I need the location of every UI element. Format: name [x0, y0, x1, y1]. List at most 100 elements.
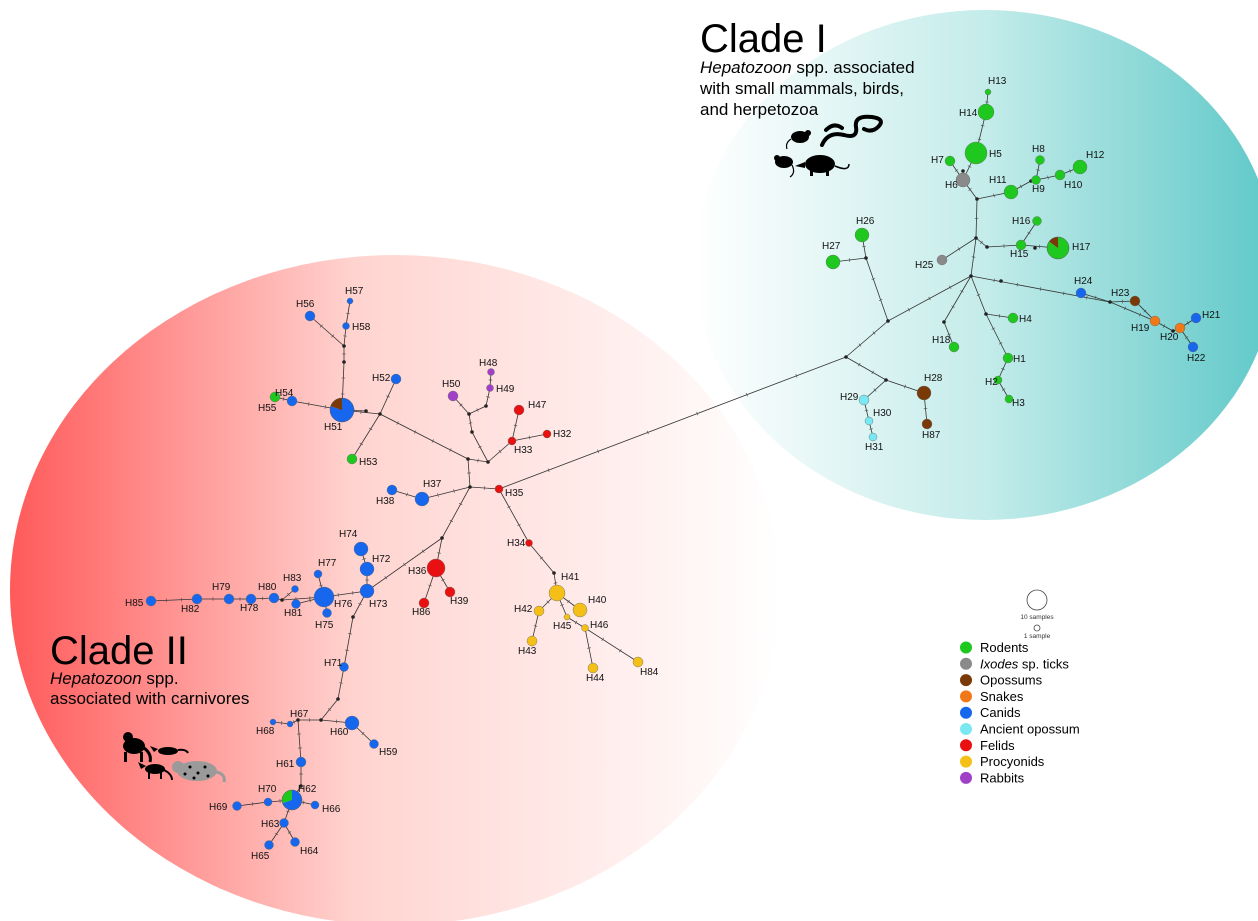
haplotype-label: H26 — [856, 216, 875, 227]
node-circle — [145, 595, 157, 607]
mutation-tick — [1123, 306, 1127, 311]
mutation-tick — [998, 342, 1003, 345]
network-edge — [845, 356, 887, 381]
haplotype-label: H85 — [125, 598, 144, 609]
haplotype-label: H12 — [1086, 150, 1105, 161]
mutation-tick — [1001, 367, 1005, 371]
mutation-tick — [421, 549, 425, 553]
mutation-tick — [574, 620, 578, 625]
node-circle — [1129, 295, 1141, 307]
mutation-tick — [567, 599, 570, 604]
haplotype-nodes — [145, 88, 1202, 850]
clade-i-line2: with small mammals, birds, — [699, 79, 904, 98]
node-circle — [587, 662, 599, 674]
haplotype-label: H59 — [379, 747, 398, 758]
node-circle — [313, 569, 323, 579]
haplotype-node-h12 — [1072, 159, 1088, 175]
haplotype-label: H5 — [989, 149, 1002, 160]
haplotype-node-h23 — [1129, 295, 1141, 307]
mutation-tick — [1039, 287, 1042, 291]
mutation-tick — [745, 392, 748, 397]
opossum-icon — [795, 155, 850, 176]
legend-swatch — [960, 674, 972, 687]
mutation-tick — [1047, 175, 1049, 180]
mutation-tick — [1036, 169, 1040, 171]
node-circle — [269, 391, 281, 403]
mutation-tick — [449, 448, 452, 452]
mutation-tick — [858, 362, 861, 367]
haplotype-label: H86 — [412, 607, 431, 618]
mutation-tick — [533, 625, 538, 627]
median-vectors — [280, 169, 1175, 788]
haplotype-node-h59 — [369, 739, 379, 749]
clade-ii-background — [10, 255, 780, 921]
pie-slice — [282, 790, 292, 804]
legend-label: Opossums — [980, 673, 1043, 688]
haplotype-node-h80 — [268, 592, 280, 604]
node-circle — [263, 797, 273, 807]
haplotype-label: H54 — [275, 388, 294, 399]
mutation-tick — [539, 556, 544, 560]
legend-label-italic: Ixodes — [980, 656, 1019, 671]
clade-ii-animal-icons — [123, 732, 226, 783]
pie-slice — [330, 398, 342, 410]
node-outline — [281, 789, 303, 811]
mutation-tick — [346, 312, 350, 315]
node-circle — [533, 605, 545, 617]
haplotype-label: H9 — [1032, 184, 1045, 195]
mutation-tick — [384, 576, 388, 580]
mutation-tick — [864, 409, 869, 412]
mutation-tick — [1138, 312, 1142, 317]
clade-ii-line1-rest: spp. — [142, 669, 179, 688]
clade-ii-heading: Clade II Hepatozoon spp. associated with… — [50, 629, 249, 708]
haplotype-node-h74 — [353, 541, 369, 557]
node-circle — [444, 586, 456, 598]
haplotype-node-h32 — [542, 429, 552, 439]
clade-i-line1: Hepatozoon spp. associated — [700, 58, 915, 77]
haplotype-label: H77 — [318, 558, 337, 569]
haplotype-node-h72 — [359, 561, 375, 577]
haplotype-node-h55 — [269, 391, 281, 403]
haplotype-node-h6 — [955, 172, 971, 188]
node-circle — [944, 155, 956, 167]
mutation-tick — [977, 138, 982, 141]
node-circle — [1031, 175, 1041, 185]
haplotype-node-h15 — [1015, 239, 1027, 251]
node-circle — [339, 662, 349, 672]
legend-swatch — [960, 706, 972, 719]
mutation-tick — [871, 370, 874, 375]
network-edge — [498, 356, 847, 490]
haplotype-label: H21 — [1202, 310, 1221, 321]
node-circle — [245, 593, 257, 605]
haplotype-label: H14 — [959, 108, 978, 119]
node-circle — [868, 432, 878, 442]
node-circle — [542, 429, 552, 439]
median-vector — [969, 274, 973, 278]
node-circle — [1002, 352, 1014, 364]
median-vector — [470, 430, 474, 434]
haplotype-node-h79 — [223, 593, 235, 605]
mutation-tick — [553, 582, 558, 584]
mutation-tick — [459, 403, 463, 407]
mutation-tick — [359, 442, 364, 446]
haplotype-label: H82 — [181, 604, 200, 615]
network-edge — [865, 257, 889, 322]
mutation-tick — [1062, 291, 1065, 296]
mutation-tick — [795, 374, 798, 378]
mutation-tick — [546, 600, 550, 604]
haplotype-label: H35 — [505, 488, 524, 499]
node-outline — [329, 397, 355, 423]
legend-label-rest: sp. ticks — [1018, 656, 1069, 671]
haplotype-label: H32 — [553, 429, 572, 440]
median-vector — [999, 279, 1003, 283]
node-circle — [346, 297, 354, 305]
node-circle — [572, 602, 588, 618]
node-circle — [1003, 184, 1019, 200]
haplotype-node-h60 — [344, 715, 360, 731]
clade-ii-line2: associated with carnivores — [50, 689, 249, 708]
haplotype-node-h68 — [269, 718, 277, 726]
haplotype-node-h86 — [418, 597, 430, 609]
node-circle — [977, 103, 995, 121]
node-circle — [269, 718, 277, 726]
haplotype-label: H11 — [989, 175, 1007, 186]
